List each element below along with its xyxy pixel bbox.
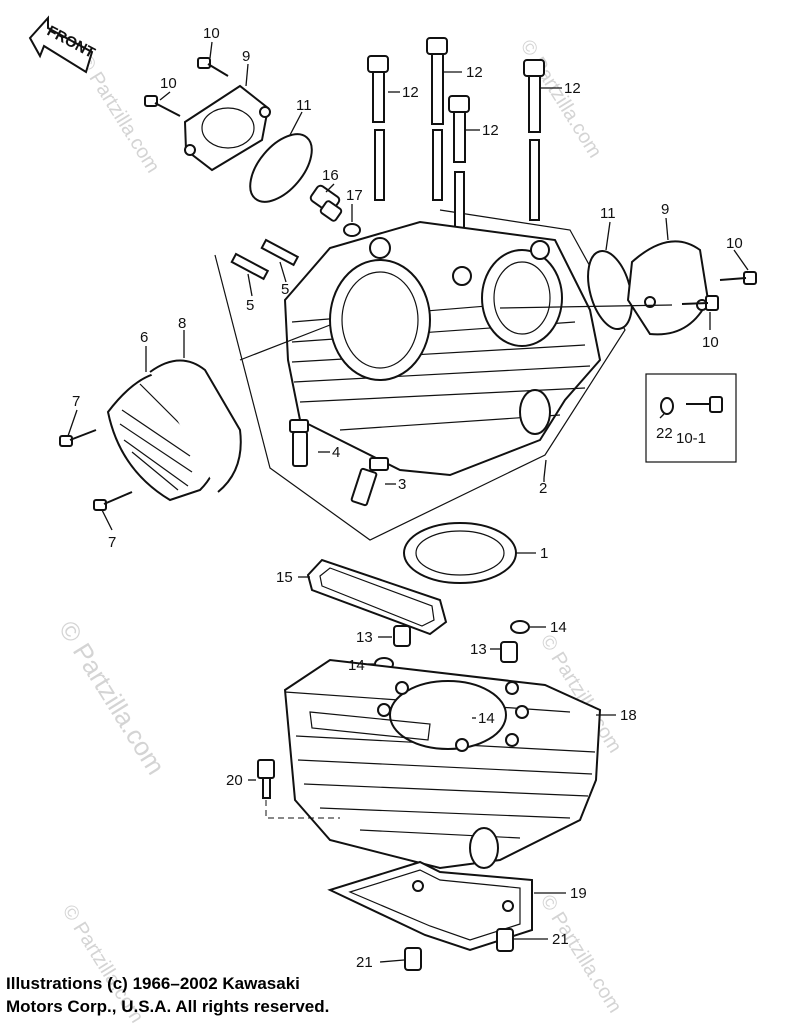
cylinder-head [283,220,602,477]
callout-1: 1 [540,545,548,562]
dowel-13-b [500,641,518,663]
callout-12a: 12 [402,84,419,101]
bolt-7-b [93,491,133,511]
callout-13a: 13 [356,629,373,646]
cover-right [626,240,710,336]
callout-14b: 14 [348,657,365,674]
callout-18: 18 [620,707,637,724]
bolt-20-dashed-path [265,800,340,819]
cylinder-block [283,658,602,870]
watermark-main: © Partzilla.com [53,615,171,779]
o-ring-14-a [510,620,530,634]
dowel-21-b [496,928,514,952]
callout-12c: 12 [482,122,499,139]
bolt-20 [257,759,275,799]
callout-22: 22 [656,425,673,442]
inset-box [645,373,737,463]
leader-lines [67,41,749,963]
callout-14a: 14 [550,619,567,636]
callout-10a: 10 [203,25,220,42]
callout-8: 8 [178,315,186,332]
front-arrow-icon: FRONT [28,15,98,74]
copyright-notice: Illustrations (c) 1966–2002 Kawasaki Mot… [6,972,426,1018]
callout-10-1: 10-1 [676,430,706,447]
guide-4 [289,419,309,467]
gasket-15 [306,558,448,636]
callout-4: 4 [332,444,340,461]
callout-15: 15 [276,569,293,586]
callout-9a: 9 [242,48,250,65]
bolt-10-right-b [681,295,719,311]
callout-11b: 11 [600,205,616,222]
callout-9b: 9 [661,201,669,218]
cover-top-left [183,84,271,172]
head-boundary-line [214,209,626,541]
copyright-line-2: Motors Corp., U.S.A. All rights reserved… [6,997,330,1016]
callout-11a: 11 [296,97,312,114]
stud-5-a [230,252,270,281]
callout-10b: 10 [160,75,177,92]
callout-19: 19 [570,885,587,902]
stud-12-c [448,95,470,253]
callout-12d: 12 [564,80,581,97]
stud-12-b [426,37,448,201]
stud-5-b [260,238,300,267]
bolt-10-top [197,57,229,77]
stud-12-d [523,59,545,221]
bolt-10-right-a [719,271,757,285]
stud-12-a [367,55,389,201]
callout-5a: 5 [246,297,254,314]
bolt-10-1 [686,396,723,413]
guide-3 [350,457,389,507]
callout-3: 3 [398,476,406,493]
callout-20: 20 [226,772,243,789]
leader-left-cover [239,324,331,361]
fitting-16 [309,184,343,222]
watermark-faint-bottom: © Partzilla.com [536,891,626,1017]
callout-16: 16 [322,167,339,184]
callout-6: 6 [140,329,148,346]
callout-13b: 13 [470,641,487,658]
callout-7a: 7 [72,393,80,410]
copyright-line-1: Illustrations (c) 1966–2002 Kawasaki [6,974,300,993]
bolt-10-left [144,95,181,117]
callout-10d: 10 [702,334,719,351]
callout-12b: 12 [466,64,483,81]
dowel-21-a [404,947,422,971]
callout-21a: 21 [356,954,373,971]
gasket-8 [149,359,242,493]
callout-labels: 10 9 10 11 12 12 12 12 16 17 5 5 11 9 10… [72,25,743,971]
o-ring-11-left [249,133,313,203]
callout-5b: 5 [281,281,289,298]
gasket-1 [403,522,517,584]
callout-14c: 14 [478,710,495,727]
callout-10c: 10 [726,235,743,252]
dowel-13-a [393,625,411,647]
washer-17 [343,223,361,237]
washer-22 [660,397,674,415]
leader-right-cover [499,304,673,309]
callout-17: 17 [346,187,363,204]
callout-7b: 7 [108,534,116,551]
bolt-7-a [59,429,97,447]
callout-21b: 21 [552,931,569,948]
callout-2: 2 [539,480,547,497]
